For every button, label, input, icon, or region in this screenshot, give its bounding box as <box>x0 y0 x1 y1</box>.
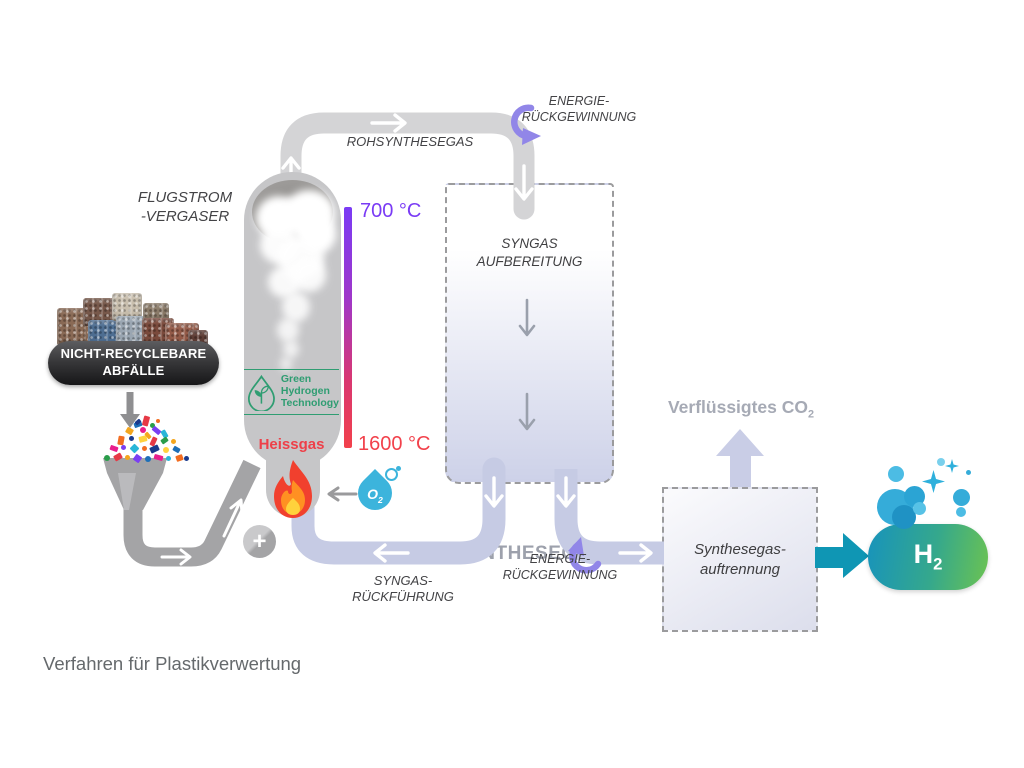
plastic-piece <box>104 455 110 461</box>
plastic-piece <box>160 436 169 445</box>
plastic-piece <box>142 446 147 451</box>
plastic-piece <box>149 444 160 454</box>
waste-drop-arrowhead <box>120 414 140 428</box>
syngas-separation-box: Synthesegas- auftrennung <box>662 487 818 632</box>
oxygen-feed-arrow <box>327 486 358 502</box>
plastic-piece <box>166 456 171 461</box>
funnel-highlight <box>118 473 136 510</box>
oxygen-bubble-icon <box>396 466 401 471</box>
funnel-cone <box>107 473 163 510</box>
flame-icon <box>274 460 312 518</box>
hot-gas-label: Heissgas <box>258 436 325 453</box>
temperature-bottom-label: 1600 °C <box>358 433 431 455</box>
plastic-piece <box>109 444 119 453</box>
plastic-piece <box>113 452 123 462</box>
co2-output-label: Verflüssigtes CO2 <box>667 397 815 421</box>
oxygen-bubble-icon <box>385 468 398 481</box>
syngas-return-label: SYNGAS-RÜCKFÜHRUNG <box>352 573 454 605</box>
gasifier-name-label: FLUGSTROM-VERGASER <box>137 189 233 225</box>
flow-arrow-down-icon <box>514 164 534 201</box>
raw-syngas-label: ROHSYNTHESEGAS <box>346 134 474 149</box>
oxygen-droplet: O2 <box>350 466 401 518</box>
oxygen-label: O2 <box>367 485 383 505</box>
h2-output-arrow <box>815 533 869 578</box>
plastic-piece <box>132 453 143 464</box>
shredded-plastic-confetti <box>96 414 196 468</box>
plastic-piece <box>129 436 134 441</box>
diagram-caption: Verfahren für Plastikverwertung <box>43 653 302 674</box>
plastic-piece <box>145 456 151 462</box>
co2-up-arrow <box>716 429 764 487</box>
funnel-rim <box>103 458 167 473</box>
plastic-piece <box>141 415 151 427</box>
energy-recovery-top-arrowhead <box>522 128 541 145</box>
plastic-piece <box>156 419 160 423</box>
plastic-piece <box>124 426 135 436</box>
energy-recovery-bottom-arrowhead <box>568 537 584 556</box>
flow-arrow-left-icon <box>373 543 410 563</box>
syngas-treatment-box: SYNGAS AUFBEREITUNG SYNTHESEGAS <box>445 183 614 564</box>
plastic-piece <box>150 423 155 428</box>
flow-arrow-down-icon <box>484 476 504 508</box>
green-hydrogen-technology-logo: Green Hydrogen Technology <box>244 369 339 415</box>
h2-output-pill: H2 <box>868 524 988 590</box>
plastic-piece <box>184 456 189 461</box>
temperature-gradient-bar <box>344 207 352 448</box>
flow-arrow-right-icon <box>160 548 192 566</box>
process-arrow-down-icon <box>518 298 536 337</box>
plastic-piece <box>163 447 169 453</box>
flow-arrow-diagonal-icon <box>222 498 244 538</box>
syngas-separation-label: Synthesegas- auftrennung <box>694 541 786 578</box>
plastic-piece <box>129 443 140 454</box>
plastic-piece <box>125 455 130 460</box>
plus-badge: + <box>243 525 276 558</box>
temperature-top-label: 700 °C <box>360 200 422 222</box>
waste-input-label: NICHT-RECYCLEBARE ABFÄLLE <box>48 341 219 385</box>
logo-text: Green Hydrogen Technology <box>280 373 339 409</box>
plastic-piece <box>117 435 125 446</box>
flow-arrow-right-icon <box>370 113 407 133</box>
energy-recovery-top-icon <box>511 104 535 140</box>
plastic-piece <box>171 439 176 444</box>
plastic-piece <box>121 445 126 450</box>
plastic-piece <box>175 453 184 463</box>
logo-droplet-icon <box>247 374 275 411</box>
process-arrow-down-icon <box>518 392 536 431</box>
flow-arrow-right-icon <box>618 543 653 563</box>
plastic-piece <box>172 445 181 454</box>
plastic-piece <box>140 427 146 433</box>
plastic-piece <box>153 453 164 462</box>
syngas-treatment-title: SYNGAS AUFBEREITUNG <box>476 236 583 270</box>
energy-recovery-bottom-label: ENERGIE-RÜCKGEWINNUNG <box>502 552 618 582</box>
flow-arrow-down-icon <box>556 476 576 508</box>
energy-recovery-top-label: ENERGIE-RÜCKGEWINNUNG <box>521 94 637 124</box>
